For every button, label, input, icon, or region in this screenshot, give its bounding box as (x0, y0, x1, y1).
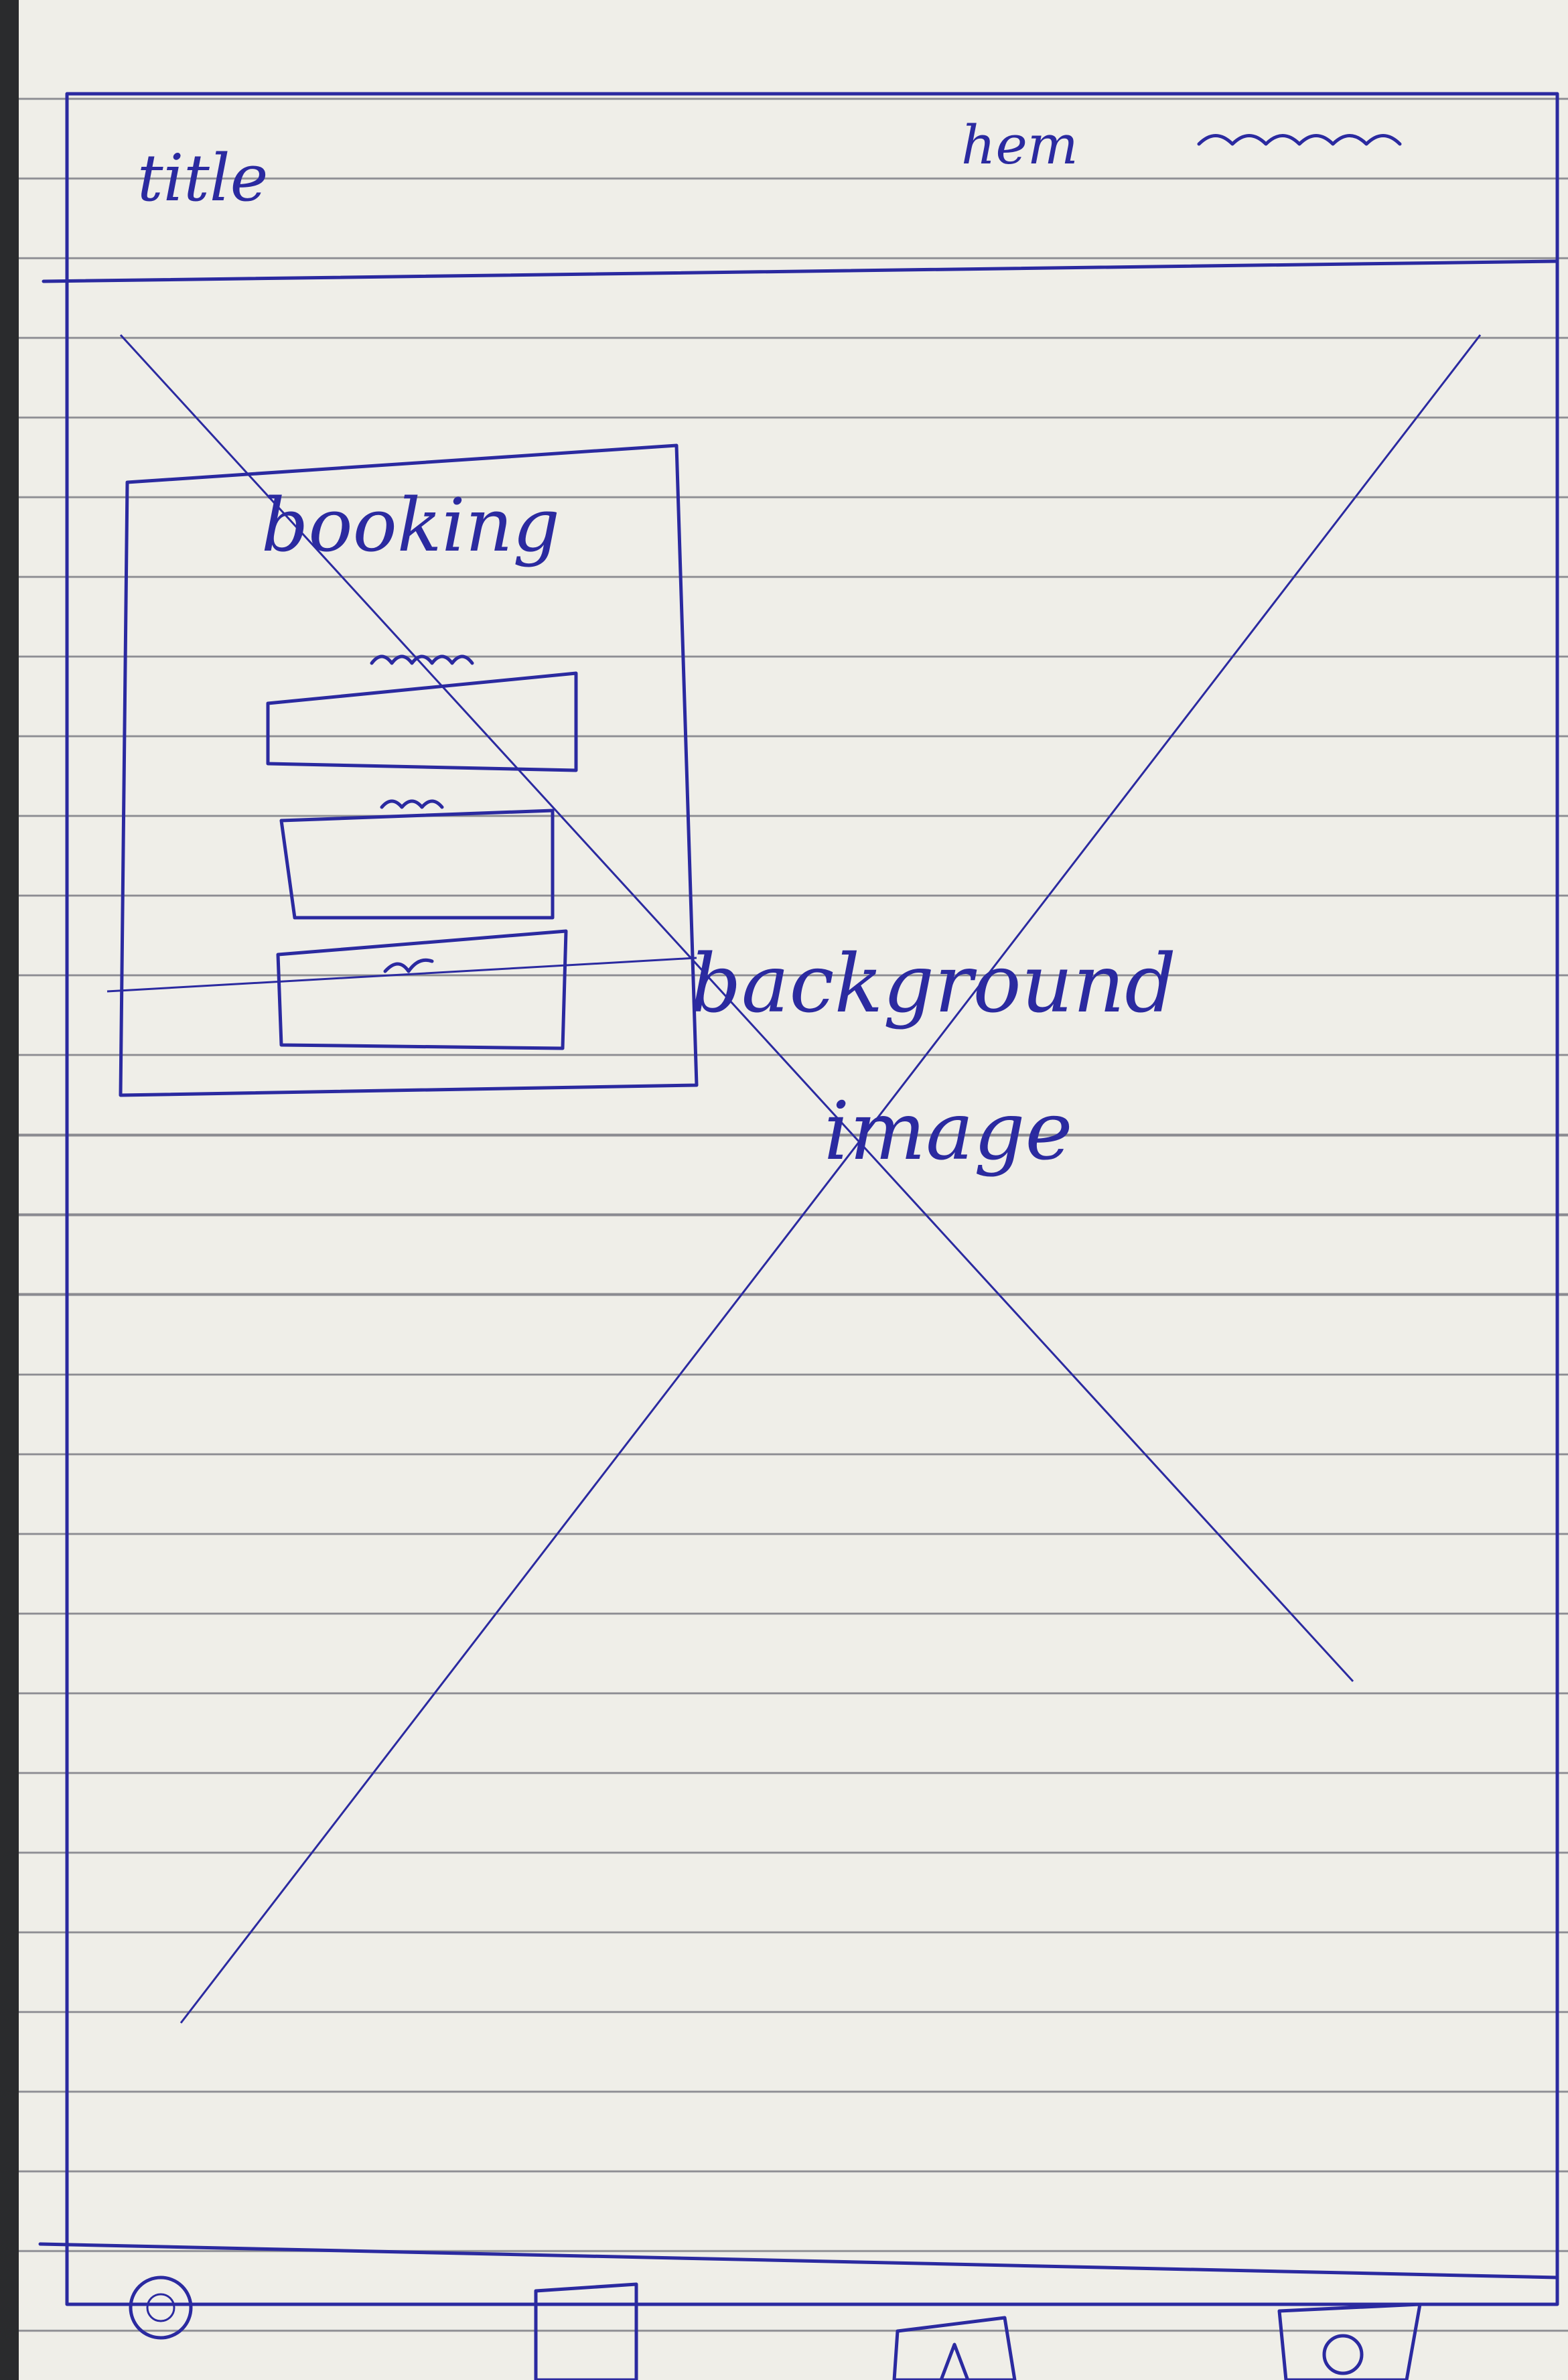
booking-field-2 (279, 809, 555, 920)
booking-panel-box (119, 443, 699, 1097)
field-label-3 (383, 958, 434, 973)
a-letter-icon (892, 2316, 1017, 2380)
bg-cross-line-2 (180, 334, 1482, 2024)
booking-field-3 (276, 929, 568, 1050)
page-frame (65, 92, 1559, 2306)
notebook-binding (0, 0, 19, 2380)
booking-title: booking (261, 482, 560, 568)
header-title: title (137, 141, 269, 216)
bg-cross-line-1 (119, 334, 1354, 1683)
field-label-2 (380, 799, 444, 809)
header-divider (42, 259, 1559, 283)
background-label-1: background (690, 938, 1177, 1031)
panel-stray-line (106, 957, 697, 993)
globe-icon (1277, 2302, 1422, 2380)
booking-field-1 (266, 671, 578, 772)
notebook-page (19, 0, 1568, 2380)
nav-squiggle (1197, 134, 1402, 146)
circle-logo-icon (129, 2276, 193, 2340)
footer-divider (38, 2242, 1559, 2280)
field-label-1 (370, 654, 474, 665)
header-nav-text: hem (961, 114, 1078, 176)
square-icon (534, 2282, 638, 2380)
background-label-2: image (824, 1085, 1073, 1178)
